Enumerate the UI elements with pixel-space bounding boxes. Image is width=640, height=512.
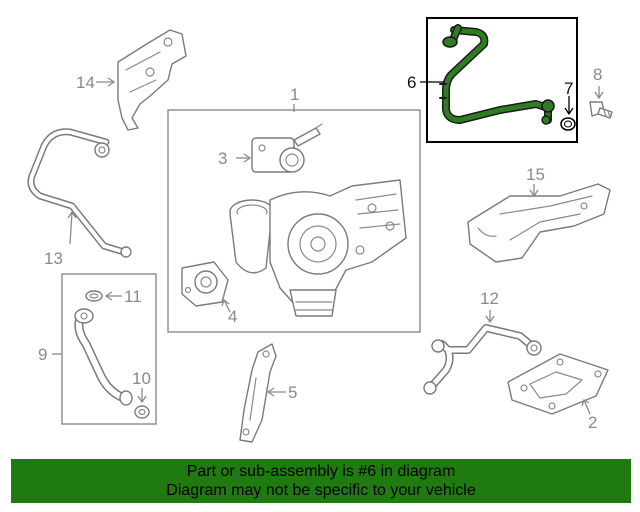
turbo-assembly-frame — [167, 109, 421, 333]
callout-12[interactable]: 12 — [480, 289, 499, 308]
part-11-gasket[interactable] — [85, 290, 103, 302]
leader-4 — [223, 299, 231, 313]
callout-1[interactable]: 1 — [290, 85, 299, 104]
callout-11[interactable]: 11 — [124, 287, 142, 306]
arrow-5 — [266, 387, 275, 397]
callout-7[interactable]: 7 — [564, 79, 573, 98]
arrow-2 — [581, 399, 590, 407]
part-2-gasket-plate[interactable] — [507, 353, 609, 415]
callout-5[interactable]: 5 — [288, 383, 297, 402]
arrow-12 — [485, 315, 495, 324]
arrow-15 — [529, 189, 539, 198]
banner-line-2: Diagram may not be specific to your vehi… — [166, 482, 476, 499]
callout-9[interactable]: 9 — [38, 345, 47, 364]
part-8-bolt[interactable] — [589, 101, 613, 119]
arrow-13 — [67, 210, 77, 219]
callout-2[interactable]: 2 — [588, 413, 597, 432]
arrow-8 — [594, 91, 604, 100]
part-14-bracket[interactable] — [117, 29, 187, 131]
part-4-valve[interactable] — [181, 261, 229, 307]
arrow-11 — [104, 291, 113, 301]
highlight-frame-part-6 — [426, 17, 578, 143]
callout-13[interactable]: 13 — [44, 249, 63, 268]
callout-15[interactable]: 15 — [526, 165, 545, 184]
arrow-4 — [221, 298, 230, 307]
arrow-10 — [137, 395, 147, 404]
part-15-heat-shield[interactable] — [467, 183, 611, 263]
arrow-7 — [564, 107, 574, 116]
turbocharger-body[interactable] — [229, 179, 407, 317]
part-9-group-frame — [61, 273, 157, 425]
part-3-actuator[interactable] — [251, 123, 323, 173]
part-7-seal[interactable] — [560, 117, 576, 131]
callout-8[interactable]: 8 — [593, 65, 602, 84]
part-9-drain-pipe[interactable] — [74, 308, 133, 406]
callout-10[interactable]: 10 — [132, 369, 151, 388]
part-10-gasket[interactable] — [134, 405, 150, 419]
part-13-pipe[interactable] — [27, 128, 132, 258]
part-5-support[interactable] — [239, 343, 277, 443]
callout-3[interactable]: 3 — [218, 149, 227, 168]
arrow-14 — [107, 77, 116, 87]
part-12-water-pipe[interactable] — [423, 324, 542, 395]
arrow-3 — [243, 153, 252, 163]
exploded-parts-diagram: 14 13 1 3 — [27, 17, 613, 443]
callout-6[interactable]: 6 — [407, 73, 416, 92]
leader-13 — [69, 211, 73, 245]
banner-line-1: Part or sub-assembly is #6 in diagram — [186, 463, 456, 480]
info-banner: Part or sub-assembly is #6 in diagram Di… — [11, 459, 631, 503]
leader-2 — [583, 399, 591, 415]
part-6-oil-line[interactable] — [439, 24, 555, 125]
callout-14[interactable]: 14 — [76, 73, 95, 92]
callout-4[interactable]: 4 — [228, 307, 237, 326]
